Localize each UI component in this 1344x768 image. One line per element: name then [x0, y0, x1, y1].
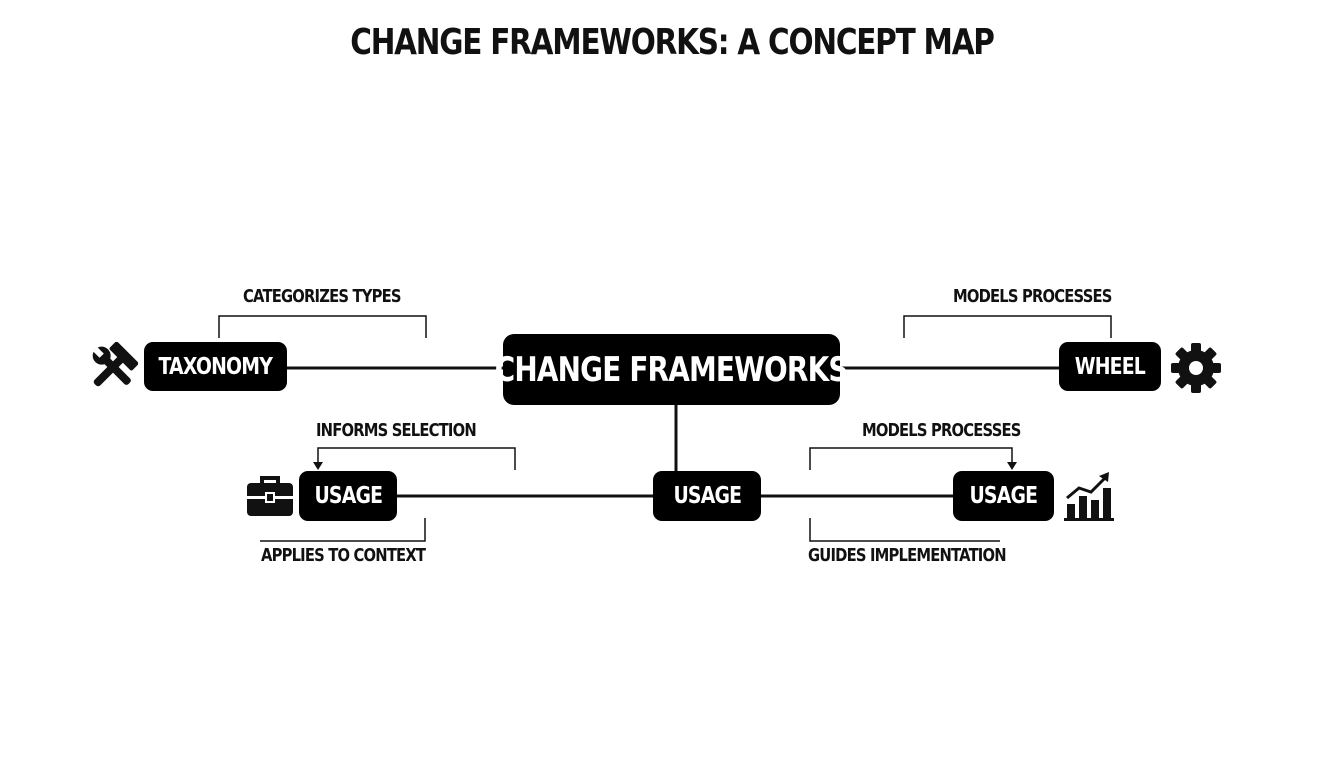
bracket-informs — [317, 447, 516, 470]
gear-icon — [1171, 343, 1221, 393]
bracket-models-top — [903, 315, 1112, 338]
bracket-categorizes — [218, 315, 427, 338]
node-label: WHEEL — [1074, 353, 1146, 380]
node-label: USAGE — [314, 483, 383, 509]
node-label: CHANGE FRAMEWORKS — [495, 349, 849, 390]
node-label: USAGE — [673, 483, 742, 509]
node-usage-right: USAGE — [953, 471, 1054, 521]
arrowhead-models-bottom — [1007, 462, 1017, 470]
node-change-frameworks: CHANGE FRAMEWORKS — [495, 334, 849, 405]
node-taxonomy: TAXONOMY — [144, 342, 287, 391]
label-applies-to-context: APPLIES TO CONTEXT — [261, 545, 426, 566]
label-categorizes-types: CATEGORIZES TYPES — [243, 286, 402, 307]
briefcase-icon — [247, 476, 293, 516]
page-title: CHANGE FRAMEWORKS: A CONCEPT MAP — [350, 22, 995, 63]
label-models-processes-top: MODELS PROCESSES — [953, 286, 1112, 307]
bracket-models-bottom — [809, 447, 1013, 470]
node-wheel: WHEEL — [1059, 342, 1161, 391]
bracket-guides — [809, 518, 1000, 542]
label-informs-selection: INFORMS SELECTION — [316, 420, 477, 441]
node-usage-center: USAGE — [653, 471, 761, 521]
node-label: USAGE — [969, 483, 1039, 509]
growth-chart-icon — [1064, 472, 1114, 521]
arrowhead-informs — [313, 462, 323, 470]
label-models-processes-bottom: MODELS PROCESSES — [862, 420, 1021, 441]
label-guides-implementation: GUIDES IMPLEMENTATION — [808, 545, 1007, 566]
node-usage-left: USAGE — [299, 471, 397, 521]
node-label: TAXONOMY — [158, 353, 273, 380]
tools-icon — [92, 342, 138, 387]
bracket-applies — [260, 518, 426, 542]
